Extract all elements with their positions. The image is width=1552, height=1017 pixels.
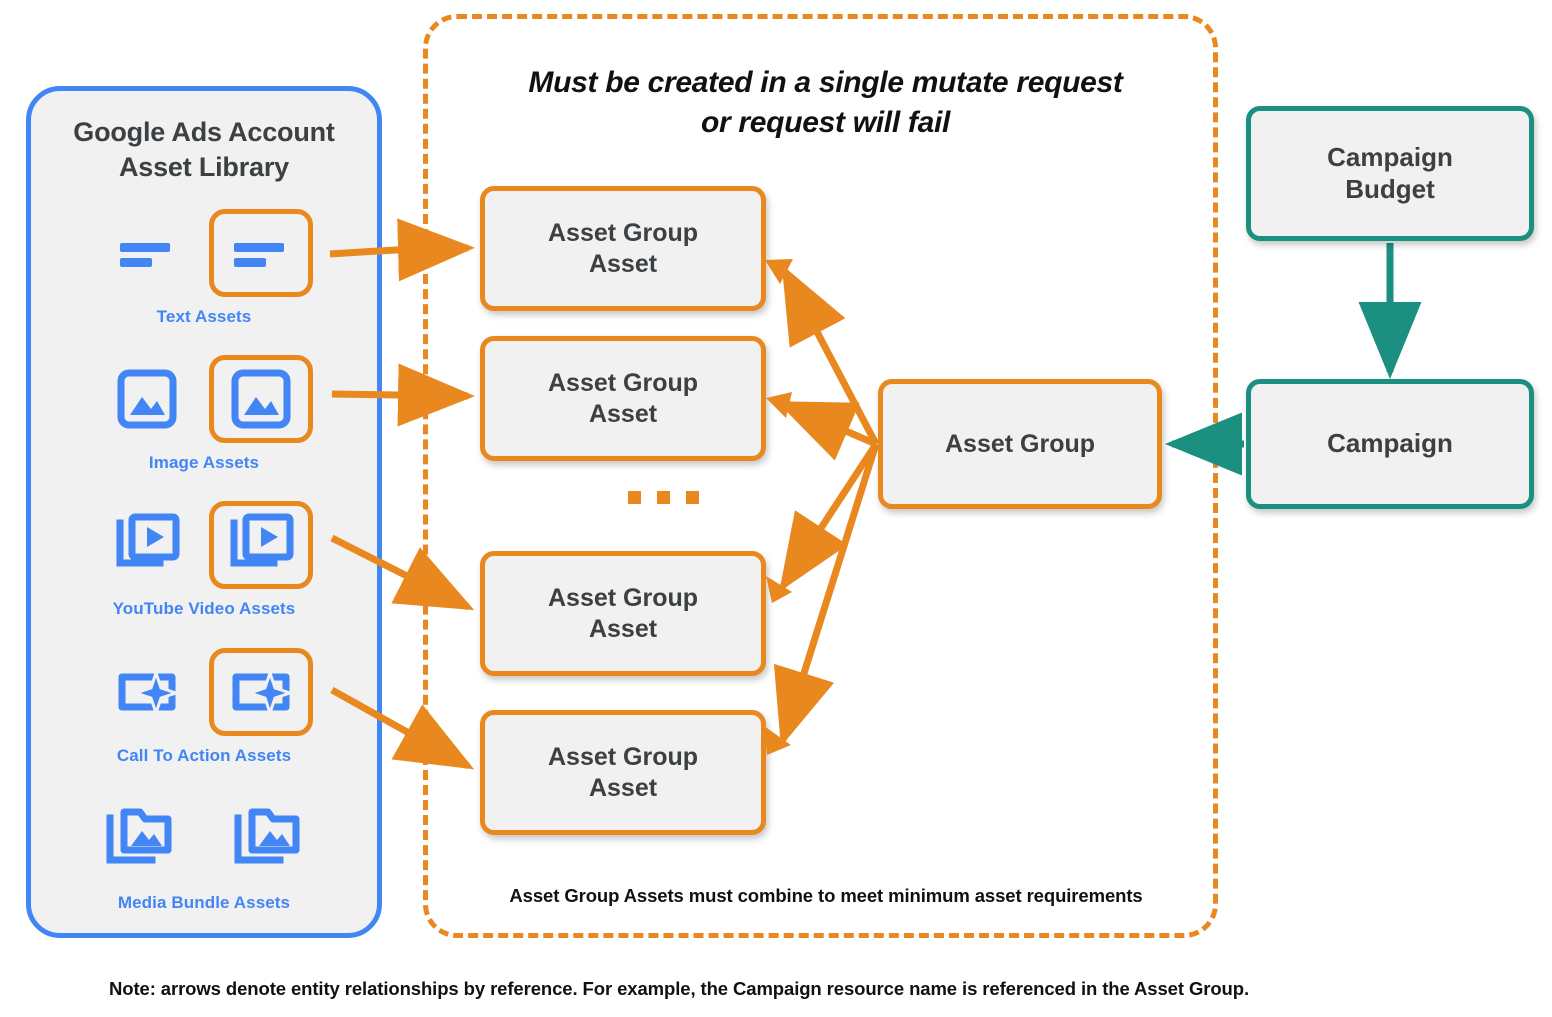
image-asset-icon: [95, 355, 199, 443]
asset-group-asset-box-4[interactable]: Asset Group Asset: [480, 710, 766, 835]
asset-group-asset-label-1: Asset Group Asset: [547, 219, 699, 278]
ellipsis-indicator: [628, 491, 699, 504]
call-to-action-asset-icon-selected[interactable]: [209, 648, 313, 736]
asset-row-media-bundle[interactable]: Media Bundle Assets: [31, 789, 377, 913]
asset-library-title: Google Ads Account Asset Library: [31, 115, 377, 184]
asset-label-text: Text Assets: [156, 307, 252, 326]
mutate-request-footnote: Asset Group Assets must combine to meet …: [509, 885, 1143, 906]
mutate-request-title-line2: or request will fail: [700, 105, 951, 139]
asset-label-media-bundle: Media Bundle Assets: [117, 893, 291, 912]
call-to-action-asset-icon: [95, 648, 199, 736]
asset-group-asset-label-3: Asset Group Asset: [547, 584, 699, 643]
campaign-budget-box[interactable]: Campaign Budget: [1246, 106, 1534, 241]
mutate-request-title: Must be created in a single mutate reque…: [458, 63, 1193, 143]
asset-group-label: Asset Group: [944, 429, 1096, 458]
asset-row-text[interactable]: Text Assets: [31, 203, 377, 327]
connector-image-to-aga2: [331, 363, 475, 427]
mutate-request-title-line1: Must be created in a single mutate reque…: [528, 66, 1123, 99]
image-asset-icon-selected[interactable]: [209, 355, 313, 443]
connector-cta-to-aga4: [330, 686, 475, 770]
asset-group-asset-box-3[interactable]: Asset Group Asset: [480, 551, 766, 676]
arrowhead-into-aga3: [766, 576, 792, 603]
arrowhead-into-aga2: [766, 392, 792, 418]
asset-group-box[interactable]: Asset Group: [878, 379, 1162, 509]
youtube-video-asset-icon-selected[interactable]: [209, 501, 313, 589]
connector-text-to-aga1: [329, 218, 475, 282]
asset-label-image: Image Assets: [148, 453, 260, 472]
ellipsis-dot: [628, 491, 641, 504]
asset-row-cta[interactable]: Call To Action Assets: [31, 642, 377, 766]
campaign-label: Campaign: [1327, 428, 1453, 459]
asset-row-video[interactable]: YouTube Video Assets: [31, 495, 377, 619]
asset-group-asset-label-4: Asset Group Asset: [547, 743, 699, 802]
ellipsis-dot: [657, 491, 670, 504]
campaign-budget-label: Campaign Budget: [1327, 141, 1453, 204]
connector-assetgroup-to-aga1: [781, 264, 880, 446]
arrowhead-into-aga1: [765, 259, 793, 284]
arrowhead-into-aga4: [764, 726, 791, 755]
asset-label-video: YouTube Video Assets: [112, 599, 296, 618]
connector-video-to-aga3: [330, 534, 475, 611]
media-bundle-asset-icon: [88, 795, 192, 883]
campaign-box[interactable]: Campaign: [1246, 379, 1534, 509]
asset-row-image[interactable]: Image Assets: [31, 349, 377, 473]
asset-group-asset-label-2: Asset Group Asset: [547, 369, 699, 428]
asset-group-asset-box-1[interactable]: Asset Group Asset: [480, 186, 766, 311]
asset-group-asset-box-2[interactable]: Asset Group Asset: [480, 336, 766, 461]
text-asset-icon: [95, 209, 199, 297]
diagram-note: Note: arrows denote entity relationships…: [108, 978, 1249, 999]
asset-library-panel: Google Ads Account Asset Library: [26, 86, 382, 938]
media-bundle-asset-icon-2: [216, 795, 320, 883]
asset-library-title-line1: Google Ads Account: [73, 117, 335, 147]
connector-assetgroup-to-aga4: [773, 442, 880, 747]
connector-assetgroup-to-aga2: [776, 400, 878, 461]
asset-label-cta: Call To Action Assets: [116, 746, 292, 765]
youtube-video-asset-icon: [95, 501, 199, 589]
ellipsis-dot: [686, 491, 699, 504]
text-asset-icon-selected[interactable]: [209, 209, 313, 297]
connector-assetgroup-to-aga3: [779, 442, 879, 592]
asset-library-title-line2: Asset Library: [119, 151, 289, 182]
